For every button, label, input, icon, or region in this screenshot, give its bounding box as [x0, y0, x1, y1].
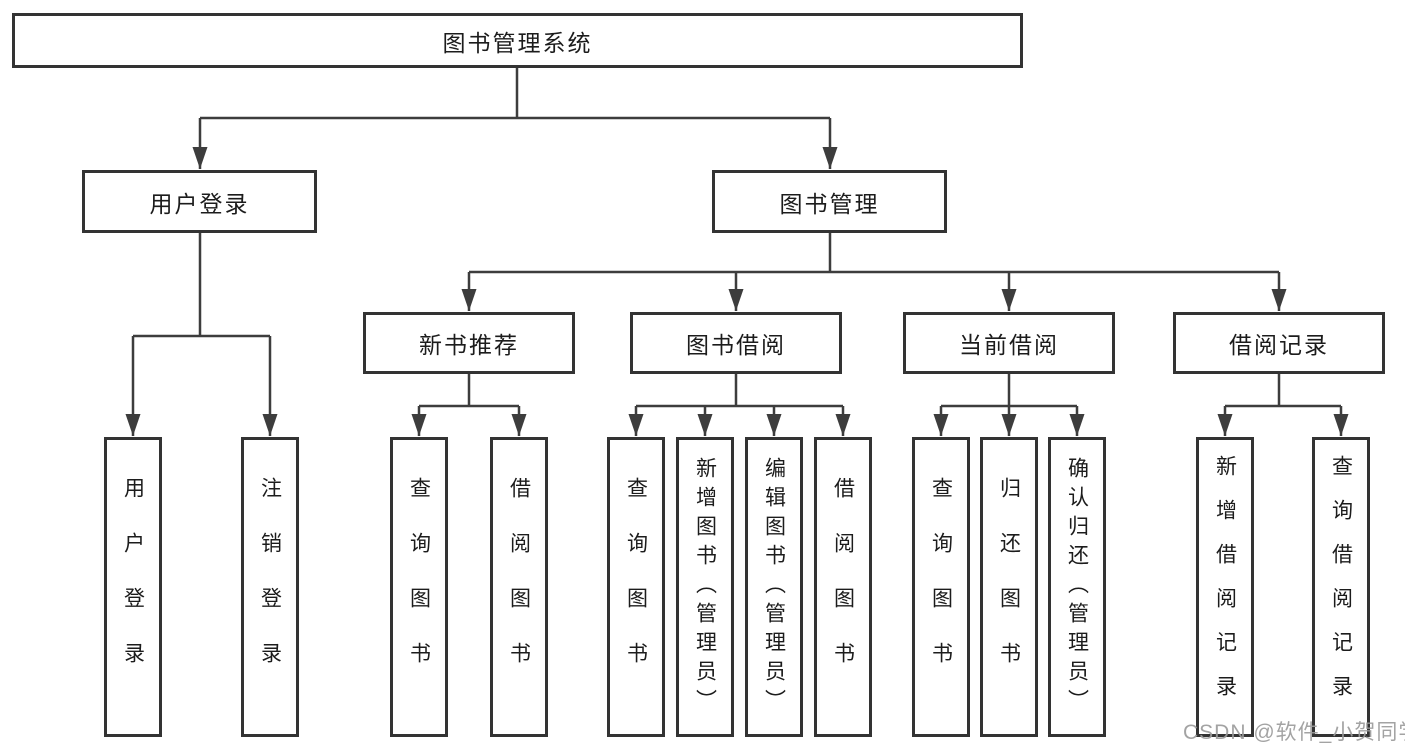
leaf-label: 借阅图书 — [831, 477, 855, 697]
node-borrow-record: 借阅记录 — [1173, 312, 1385, 374]
leaf-label: 注销登录 — [258, 477, 282, 697]
node-book-borrow: 图书借阅 — [630, 312, 842, 374]
leaf-label: 归还图书 — [997, 477, 1021, 697]
node-current-borrow: 当前借阅 — [903, 312, 1115, 374]
node-book-management: 图书管理 — [712, 170, 947, 233]
leaf-borrow-book: 借阅图书 — [814, 437, 872, 737]
leaf-label: 编辑图书（管理员） — [762, 456, 786, 718]
node-label: 图书借阅 — [686, 332, 786, 358]
leaf-query-book-borrow: 查询图书 — [607, 437, 665, 737]
leaf-return-book: 归还图书 — [980, 437, 1038, 737]
csdn-watermark: CSDN @软件_小贺同学 — [1183, 721, 1405, 744]
node-label: 新书推荐 — [419, 332, 519, 358]
leaf-label: 查询借阅记录 — [1329, 455, 1353, 719]
leaf-label: 新增借阅记录 — [1213, 455, 1237, 719]
leaf-label: 查询图书 — [929, 477, 953, 697]
leaf-logout: 注销登录 — [241, 437, 299, 737]
leaf-label: 借阅图书 — [507, 477, 531, 697]
node-label: 当前借阅 — [959, 332, 1059, 358]
node-library-management-system: 图书管理系统 — [12, 13, 1023, 68]
node-label: 图书管理 — [779, 190, 880, 217]
leaf-add-book-admin: 新增图书（管理员） — [676, 437, 734, 737]
leaf-confirm-return-admin: 确认归还（管理员） — [1048, 437, 1106, 737]
leaf-label: 查询图书 — [407, 477, 431, 697]
leaf-add-borrow-record: 新增借阅记录 — [1196, 437, 1254, 737]
node-label: 用户登录 — [149, 190, 250, 217]
leaf-label: 用户登录 — [121, 477, 145, 697]
leaf-query-borrow-record: 查询借阅记录 — [1312, 437, 1370, 737]
leaf-query-book-current: 查询图书 — [912, 437, 970, 737]
leaf-borrow-book-recommend: 借阅图书 — [490, 437, 548, 737]
leaf-user-login: 用户登录 — [104, 437, 162, 737]
leaf-label: 确认归还（管理员） — [1065, 456, 1089, 718]
node-label: 借阅记录 — [1229, 332, 1329, 358]
node-label: 图书管理系统 — [442, 29, 593, 56]
leaf-query-book-recommend: 查询图书 — [390, 437, 448, 737]
node-new-book-recommend: 新书推荐 — [363, 312, 575, 374]
leaf-edit-book-admin: 编辑图书（管理员） — [745, 437, 803, 737]
node-user-login: 用户登录 — [82, 170, 317, 233]
leaf-label: 新增图书（管理员） — [693, 456, 717, 718]
leaf-label: 查询图书 — [624, 477, 648, 697]
